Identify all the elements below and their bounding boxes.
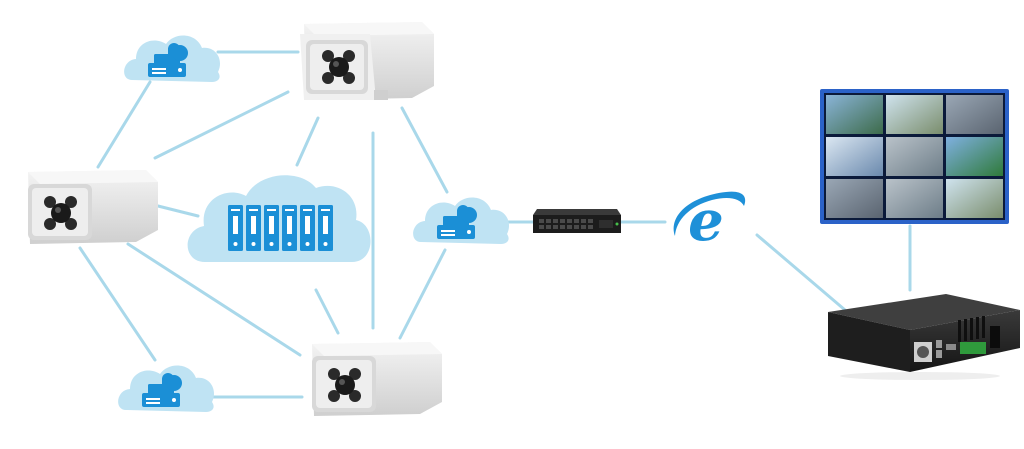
cloud-storage-icon bbox=[413, 197, 510, 244]
camera-feed-tiles bbox=[826, 95, 1003, 218]
internet-explorer-icon: e bbox=[673, 188, 746, 254]
video-wall-monitor-icon bbox=[820, 89, 1009, 224]
cloud-server-rack-icon bbox=[187, 175, 371, 262]
link-internet-nvr bbox=[755, 233, 847, 312]
server-rack-icon bbox=[228, 205, 333, 251]
link-camera-top-cloud-right bbox=[400, 106, 449, 194]
bullet-camera-icon bbox=[312, 342, 442, 416]
link-camera-left-camera-top bbox=[153, 90, 290, 160]
link-cloud-right-camera-bottom bbox=[398, 248, 447, 340]
link-cloud-server-camera-bottom bbox=[314, 288, 340, 335]
network-switch-icon bbox=[533, 209, 621, 233]
link-camera-left-cloud-bottom bbox=[78, 246, 157, 362]
link-camera-top-cloud-server bbox=[295, 116, 320, 167]
bullet-camera-icon bbox=[300, 22, 434, 100]
cloud-storage-icon bbox=[118, 365, 215, 412]
cloud-storage-icon bbox=[124, 35, 221, 82]
link-cloud-top-camera-left bbox=[96, 80, 152, 169]
nvr-server-box-icon bbox=[828, 294, 1020, 380]
link-camera-left-camera-bottom bbox=[126, 242, 302, 357]
connection-lines bbox=[78, 50, 912, 399]
link-camera-left-cloud-server bbox=[156, 204, 200, 218]
bullet-camera-icon bbox=[28, 170, 158, 244]
